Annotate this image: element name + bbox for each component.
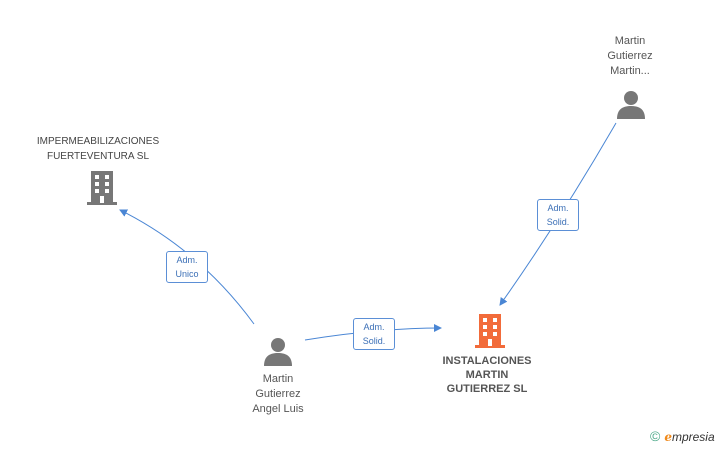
company-label-line: GUTIERREZ SL — [446, 383, 528, 395]
person-icon[interactable] — [263, 337, 293, 367]
company-label-line: MARTIN — [465, 369, 509, 381]
edge-label-line: Solid. — [362, 336, 386, 346]
edge-label-adm-unico[interactable]: Adm. Unico — [166, 251, 208, 283]
building-icon[interactable] — [86, 171, 118, 205]
brand-e: e — [664, 430, 672, 444]
person-label-martin-gutierrez-angel-luis[interactable]: Martin Gutierrez Angel Luis — [226, 372, 330, 417]
edge-label-line: Unico — [175, 269, 199, 279]
company-label-instalaciones[interactable]: INSTALACIONES MARTIN GUTIERREZ SL — [420, 354, 554, 396]
edge-label-adm-solid-bottom[interactable]: Adm. Solid. — [353, 318, 395, 350]
person-icon[interactable] — [616, 90, 646, 120]
empresia-logo: ©empresia — [650, 428, 715, 444]
company-label-line: INSTALACIONES — [442, 355, 532, 367]
edge-label-line: Solid. — [546, 217, 570, 227]
person-label-line: Martin — [262, 373, 294, 385]
edge-label-adm-solid-top[interactable]: Adm. Solid. — [537, 199, 579, 231]
person-label-line: Martin — [614, 35, 646, 47]
edge-label-line: Adm. — [547, 203, 569, 213]
copyright-icon: © — [650, 428, 661, 444]
company-label-impermeabilizaciones[interactable]: IMPERMEABILIZACIONES FUERTEVENTURA SL — [20, 134, 176, 164]
brand-name: mpresia — [671, 430, 715, 444]
edge-label-line: Adm. — [176, 255, 198, 265]
company-label-line: IMPERMEABILIZACIONES — [36, 136, 160, 147]
building-icon[interactable] — [474, 314, 506, 348]
person-label-line: Angel Luis — [252, 403, 304, 415]
company-label-line: FUERTEVENTURA SL — [46, 151, 150, 162]
person-label-martin-gutierrez-martin[interactable]: Martin Gutierrez Martin... — [580, 34, 680, 79]
edge-label-line: Adm. — [363, 322, 385, 332]
person-label-line: Martin... — [610, 65, 650, 77]
person-label-line: Gutierrez — [255, 388, 301, 400]
person-label-line: Gutierrez — [607, 50, 653, 62]
